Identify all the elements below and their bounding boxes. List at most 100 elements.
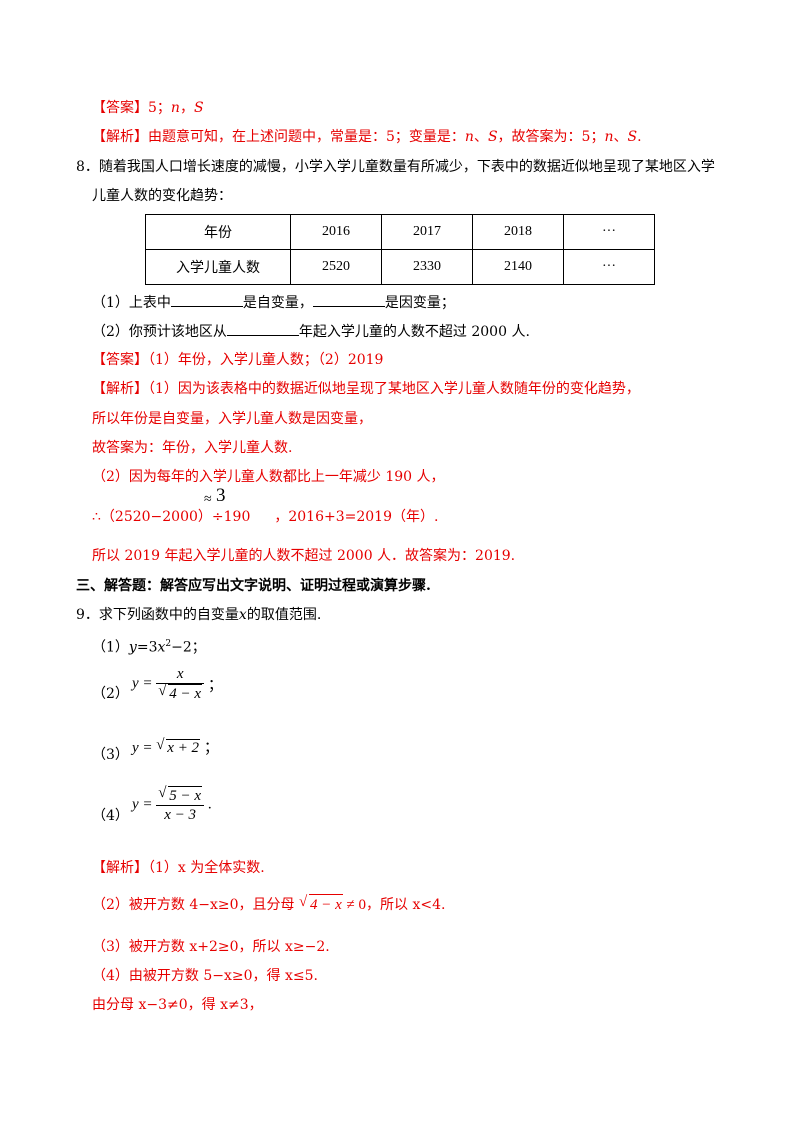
answer-blank — [170, 292, 243, 307]
table-row: 年份 2016 2017 2018 ··· — [145, 214, 655, 250]
sub2-text: 年起入学儿童的人数不超过 2000 人. — [298, 324, 530, 340]
analysis-calc-result: ，2016+3=2019（年）. — [274, 509, 439, 525]
analysis-end: . — [637, 129, 642, 145]
q8-sub1: （1）上表中是自变量，是因变量； — [92, 292, 455, 313]
math-var: y — [128, 639, 137, 656]
answer-var-n: n — [170, 100, 180, 116]
analysis-var: S — [627, 129, 638, 145]
q9-analysis-line1: 【解析】（1）x 为全体实数. — [92, 858, 265, 878]
table-cell: ··· — [563, 249, 655, 285]
answer-blank — [226, 321, 299, 336]
radical-sign: √ — [158, 683, 167, 699]
analysis-var: S — [487, 129, 498, 145]
sub1-text: 是因变量； — [384, 295, 455, 311]
analysis-calc: ∴（2520−2000）÷190 — [92, 509, 251, 525]
radicand: 4 − x — [308, 894, 343, 915]
fraction-denominator: x − 3 — [164, 807, 197, 823]
q9-stem-text: 9．求下列函数中的自变量 — [76, 607, 239, 623]
fraction: √5 − x x − 3 — [156, 785, 205, 824]
answer-blank — [312, 292, 385, 307]
analysis-var: n — [604, 129, 614, 145]
radicand: 4 − x — [168, 684, 203, 702]
q9-part2-formula: y = x √4 − x ； — [132, 665, 223, 703]
q8-sub2: （2）你预计该地区从年起入学儿童的人数不超过 2000 人. — [92, 321, 530, 342]
answer-var-s: S — [193, 100, 204, 116]
analysis-text: （2）被开方数 4−x≥0，且分母 — [92, 897, 295, 913]
analysis-tag: 【解析】 — [92, 860, 148, 876]
q9-stem-text: 的取值范围. — [246, 607, 322, 623]
fraction-numerator: x — [156, 665, 205, 684]
analysis-text: 由题意可知，在上述问题中，常量是：5；变量是： — [148, 129, 465, 145]
table-cell: 2016 — [290, 214, 382, 250]
table-cell: 入学儿童人数 — [145, 249, 291, 285]
radical-sign: √ — [298, 894, 308, 910]
radical-sign: √ — [156, 737, 165, 753]
part-label: （1） — [92, 639, 129, 656]
q9-analysis-line5: 由分母 x−3≠0，得 x≠3， — [92, 997, 263, 1013]
approx-value: 3 — [216, 485, 226, 506]
q9-part3-formula: y = √x + 2 ； — [132, 736, 219, 757]
analysis-text: （1）因为该表格中的数据近似地呈现了某地区入学儿童人数随年份的变化趋势， — [148, 381, 640, 397]
not-equal: ≠ 0 — [346, 897, 366, 913]
q8-analysis-line5: ∴（2520−2000）÷190 ，2016+3=2019（年）. — [92, 507, 438, 527]
q9-analysis-line4: （4）由被开方数 5−x≥0，得 x≤5. — [92, 968, 318, 984]
sqrt: √5 − x — [158, 785, 203, 805]
sub1-text: （1）上表中 — [92, 295, 171, 311]
q7-answer-line: 【答案】5；n，S — [92, 98, 204, 118]
radicand: x + 2 — [166, 739, 201, 756]
answer-tag: 【答案】 — [92, 100, 148, 116]
q8-analysis-line6: 所以 2019 年起入学儿童的人数不超过 2000 人．故答案为：2019. — [92, 548, 516, 564]
approx-symbol: ≈ — [204, 492, 212, 507]
analysis-sep: 、 — [613, 129, 628, 145]
section-heading: 三、解答题：解答应写出文字说明、证明过程或演算步骤. — [76, 578, 431, 594]
table-cell: ··· — [563, 214, 655, 250]
fraction-denominator: √4 − x — [156, 683, 204, 703]
table-cell: 2018 — [472, 214, 564, 250]
analysis-tag: 【解析】 — [92, 129, 148, 145]
analysis-sep: 、 — [473, 129, 488, 145]
q8-answer-line: 【答案】（1）年份，入学儿童人数；（2）2019 — [92, 350, 383, 370]
formula-end: ； — [207, 677, 223, 694]
q8-analysis-line2: 所以年份是自变量，入学儿童人数是因变量， — [92, 411, 372, 427]
sqrt: √4 − x — [299, 894, 343, 915]
q9-analysis-line3: （3）被开方数 x+2≥0，所以 x≥−2. — [92, 939, 330, 955]
fraction-numerator: √5 − x — [156, 785, 205, 806]
q8-data-table: 年份 2016 2017 2018 ··· 入学儿童人数 2520 2330 2… — [145, 214, 655, 285]
analysis-tag: 【解析】 — [92, 381, 148, 397]
q9-part2-label: （2） — [92, 686, 129, 702]
radical-sign: √ — [158, 785, 167, 801]
q9-stem: 9．求下列函数中的自变量x的取值范围. — [76, 605, 321, 625]
q8-analysis-line4: （2）因为每年的入学儿童人数都比上一年减少 190 人， — [92, 469, 445, 485]
q9-analysis-line2: （2）被开方数 4−x≥0，且分母 √4 − x ≠ 0，所以 x<4. — [92, 894, 445, 915]
q9-part4-label: （4） — [92, 808, 129, 824]
formula-lhs: y = — [132, 796, 153, 813]
table-cell: 2017 — [381, 214, 473, 250]
q8-analysis-line1: 【解析】（1）因为该表格中的数据近似地呈现了某地区入学儿童人数随年份的变化趋势， — [92, 379, 640, 399]
table-cell: 2520 — [290, 249, 382, 285]
formula-lhs: y = — [132, 740, 153, 756]
table-cell: 2330 — [381, 249, 473, 285]
sqrt: √4 − x — [158, 683, 203, 703]
formula-end: . — [207, 796, 212, 813]
q8-analysis-line3: 故答案为：年份，入学儿童人数. — [92, 440, 293, 456]
fraction: x √4 − x — [156, 665, 205, 703]
inline-formula: √4 − x ≠ 0 — [299, 894, 366, 915]
analysis-text: （1）x 为全体实数. — [148, 860, 265, 876]
answer-tag: 【答案】 — [92, 352, 148, 368]
math-text: =3 — [136, 639, 158, 656]
q8-stem-line2: 儿童人数的变化趋势： — [92, 188, 232, 204]
analysis-text: ，所以 x<4. — [366, 897, 446, 913]
radicand: 5 − x — [168, 786, 203, 804]
q7-analysis-line: 【解析】由题意可知，在上述问题中，常量是：5；变量是：n、S，故答案为：5；n、… — [92, 127, 642, 147]
analysis-mid: ，故答案为：5； — [497, 129, 605, 145]
math-exponent: 2 — [165, 639, 172, 649]
answer-text: （1）年份，入学儿童人数；（2）2019 — [148, 352, 384, 368]
analysis-var: n — [464, 129, 474, 145]
q9-stem-var: x — [238, 607, 247, 623]
math-text: −2； — [171, 639, 206, 656]
table-cell: 年份 — [145, 214, 291, 250]
table-row: 入学儿童人数 2520 2330 2140 ··· — [145, 249, 655, 285]
q9-part1: （1）y=3x2−2； — [92, 634, 206, 658]
formula-lhs: y = — [132, 675, 153, 692]
q8-stem-line1: 8．随着我国人口增长速度的减慢，小学入学儿童数量有所减少，下表中的数据近似地呈现… — [76, 159, 715, 175]
